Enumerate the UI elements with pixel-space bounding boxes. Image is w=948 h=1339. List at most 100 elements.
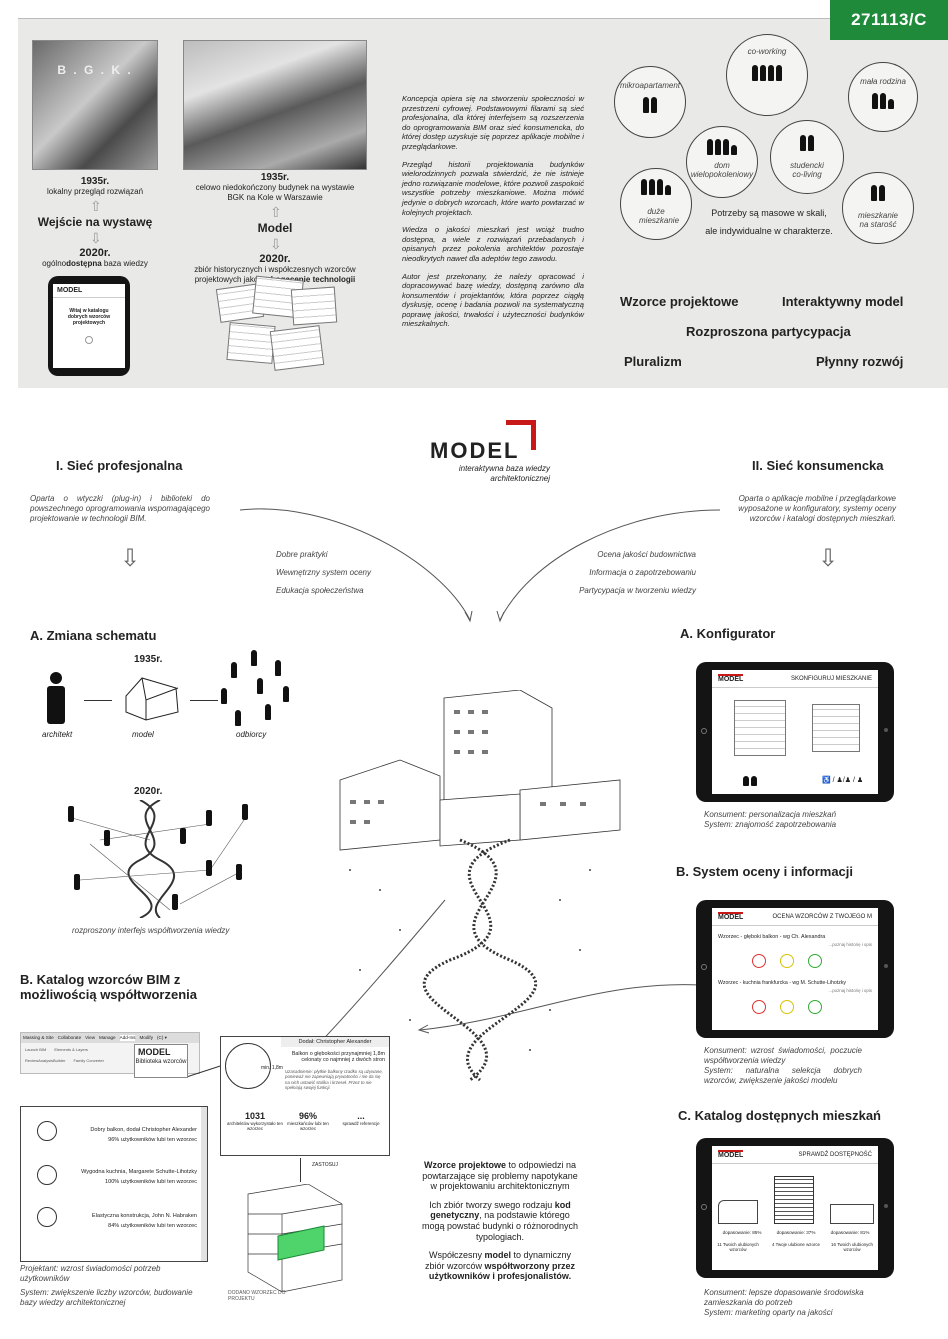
apply-button[interactable]: ZASTOSUJ bbox=[312, 1162, 339, 1168]
needs-line1: Potrzeby są masowe w skali, bbox=[711, 208, 827, 218]
pattern-item-rating: 100% użytkowników lubi ten wzorzec bbox=[104, 1179, 197, 1185]
left-list-item: Edukacja społeczeństwa bbox=[276, 586, 364, 595]
intro-p4: Autor jest przekonany, że należy opracow… bbox=[402, 271, 584, 329]
ribbon-tab-addins[interactable]: Add-Ins bbox=[119, 1035, 136, 1041]
people-icon bbox=[849, 93, 917, 111]
keyword-pluralizm: Pluralizm bbox=[624, 354, 682, 369]
rating-caption: Konsument: wzrost świadomości, poczucie … bbox=[704, 1046, 862, 1086]
rating-more-link[interactable]: ...poznaj historię i opis bbox=[828, 988, 872, 993]
schema-2020: 2020r. bbox=[134, 786, 163, 797]
ribbon-tab[interactable]: Massing & Site bbox=[23, 1035, 54, 1040]
center-t2-pre: Ich zbiór tworzy swego rodzaju bbox=[429, 1199, 555, 1210]
ribbon-tab[interactable]: Manage bbox=[99, 1035, 116, 1040]
center-t3-mid: to dynamiczny zbiór wzorców bbox=[424, 1250, 572, 1271]
pattern-list-window: Dobry balkon, dodał Christopher Alexande… bbox=[20, 1106, 208, 1262]
tablet-welcome: Witaj w katalogu dobrych wzorców projekt… bbox=[67, 308, 111, 326]
references-link[interactable]: sprawdź referencje bbox=[342, 1121, 380, 1126]
house-model-icon bbox=[125, 677, 179, 721]
ribbon-tab[interactable]: (C) ▾ bbox=[157, 1035, 167, 1040]
left-heading: I. Sieć profesjonalna bbox=[56, 458, 183, 473]
pattern-item-rating: 96% użytkowników lubi ten wzorzec bbox=[108, 1137, 197, 1143]
building-thumb-3[interactable] bbox=[830, 1204, 874, 1224]
pattern-item-rating: 84% użytkowników lubi ten wzorzec bbox=[108, 1223, 197, 1229]
rating-happy-icon[interactable] bbox=[808, 954, 822, 968]
ribbon-button[interactable]: Elements & Layers bbox=[54, 1047, 88, 1052]
label-model: model bbox=[132, 730, 154, 739]
intro-p3: Wiedza o jakości mieszkań jest wciąż tru… bbox=[402, 225, 584, 263]
left-list-item: Wewnętrzny system oceny bbox=[276, 568, 371, 577]
apartments-cap1: Konsument: lepsze dopasowanie środowiska… bbox=[704, 1288, 864, 1307]
right-desc: Oparta o aplikacje mobilne i przeglądark… bbox=[738, 494, 896, 523]
pattern-detail-card: Dodał: Christopher Alexander min. 1,8m B… bbox=[220, 1036, 390, 1156]
rating-neutral-icon[interactable] bbox=[780, 954, 794, 968]
keyword-partycypacja: Rozproszona partycypacja bbox=[686, 324, 851, 339]
arrow-up-icon: ⇧ bbox=[270, 204, 282, 220]
household-options-icon[interactable]: ♿ / ♟/♟ / ♟ bbox=[822, 777, 864, 784]
right-list: Ocena jakości budownictwa Informacja o z… bbox=[560, 546, 696, 600]
rating-item-2: Wzorzec - kuchnia frankfurcka - wg M. Sc… bbox=[718, 980, 847, 986]
rating-item-1: Wzorzec - głęboki balkon - wg Ch. Alexan… bbox=[718, 934, 826, 940]
home-button[interactable] bbox=[701, 728, 707, 734]
circle-starosc: mieszkanie na starość bbox=[842, 172, 914, 244]
ribbon-tab[interactable]: Modify bbox=[139, 1035, 153, 1040]
people-icon bbox=[615, 97, 685, 115]
logo-name: MODEL bbox=[430, 438, 520, 463]
center-t3-b1: model bbox=[484, 1250, 511, 1261]
pattern-thumb-icon bbox=[37, 1165, 57, 1185]
keyword-model: Interaktywny model bbox=[782, 294, 904, 309]
people-icon bbox=[843, 185, 913, 203]
intro-p1: Koncepcja opiera się na stworzeniu społe… bbox=[402, 94, 584, 151]
center-text: Wzorce projektowe to odpowiedzi na powta… bbox=[420, 1160, 580, 1282]
building-thumb-2[interactable] bbox=[774, 1176, 814, 1224]
app-logo: MODEL bbox=[718, 674, 744, 683]
scrollbar[interactable] bbox=[201, 1107, 207, 1261]
ribbon-button[interactable]: Family Converter bbox=[73, 1058, 104, 1063]
rating-happy-icon[interactable] bbox=[808, 1000, 822, 1014]
circle-mala-label: mała rodzina bbox=[860, 77, 906, 86]
col2-title: Model bbox=[257, 221, 293, 235]
pattern-item-title[interactable]: Wygodna kuchnia, Margarete Schutte-Lihot… bbox=[81, 1169, 197, 1175]
home-button[interactable] bbox=[701, 964, 707, 970]
recipients-icon bbox=[220, 650, 292, 730]
rating-more-link[interactable]: ...poznaj historię i opis bbox=[828, 942, 872, 947]
left-list-item: Dobre praktyki bbox=[276, 550, 328, 559]
left-list: Dobre praktyki Wewnętrzny system oceny E… bbox=[276, 546, 371, 600]
center-t3-pre: Współczesny bbox=[428, 1250, 485, 1261]
arrow-right-icon bbox=[190, 700, 218, 701]
match-1: dopasowanie: 85% bbox=[722, 1230, 762, 1235]
configurator-title: A. Konfigurator bbox=[680, 626, 776, 641]
floor-plan-1[interactable] bbox=[734, 700, 786, 756]
balcony-diagram-icon bbox=[225, 1043, 271, 1089]
welcome-tablet: MODEL Witaj w katalogu dobrych wzorców p… bbox=[48, 276, 130, 376]
arrow-down-icon: ⇩ bbox=[270, 236, 282, 252]
arrow-right-icon bbox=[84, 700, 112, 701]
plugin-button[interactable]: MODEL Biblioteka wzorców bbox=[134, 1044, 188, 1078]
tablet-logo: MODEL bbox=[53, 284, 125, 298]
building-with-balcony bbox=[247, 1184, 343, 1292]
model-logo: MODEL interaktywna baza wiedzy architekt… bbox=[430, 420, 550, 490]
arrow-up-icon: ⇧ bbox=[90, 198, 102, 214]
people-icon bbox=[621, 179, 691, 197]
ribbon-button[interactable]: Launch BIM bbox=[25, 1047, 47, 1052]
pattern-item-title[interactable]: Elastyczna konstrukcja, John N. Habraken bbox=[91, 1213, 197, 1219]
rating-sad-icon[interactable] bbox=[752, 954, 766, 968]
right-list-item: Informacja o zapotrzebowaniu bbox=[589, 568, 696, 577]
rating-sad-icon[interactable] bbox=[752, 1000, 766, 1014]
arrow-down-icon: ⇩ bbox=[120, 545, 141, 572]
building-thumb-1[interactable] bbox=[718, 1200, 758, 1224]
keyword-rozwoj: Płynny rozwój bbox=[816, 354, 904, 369]
home-button[interactable] bbox=[701, 1204, 707, 1210]
household-icon[interactable] bbox=[742, 776, 758, 788]
center-t1-bold: Wzorce projektowe bbox=[423, 1160, 506, 1170]
apartments-cap2: System: marketing oparty na jakości bbox=[704, 1308, 833, 1317]
ribbon-button[interactable]: ReviewAnalysisBuilder bbox=[25, 1058, 66, 1063]
stat-architects: 1031 bbox=[244, 1111, 266, 1121]
rating-neutral-icon[interactable] bbox=[780, 1000, 794, 1014]
pattern-item-title[interactable]: Dobry balkon, dodał Christopher Alexande… bbox=[90, 1127, 197, 1133]
apartments-caption: Konsument: lepsze dopasowanie środowiska… bbox=[704, 1288, 884, 1318]
floor-plan-2[interactable] bbox=[812, 704, 860, 752]
rating-tablet: MODEL OCENA WZORCÓW Z TWOJEGO M Wzorzec … bbox=[696, 900, 894, 1038]
ribbon-tab[interactable]: View bbox=[85, 1035, 96, 1040]
ribbon-tab[interactable]: Collaborate bbox=[57, 1035, 82, 1040]
apartments-tablet: MODEL SPRAWDŹ DOSTĘPNOŚĆ dopasowanie: 85… bbox=[696, 1138, 894, 1278]
